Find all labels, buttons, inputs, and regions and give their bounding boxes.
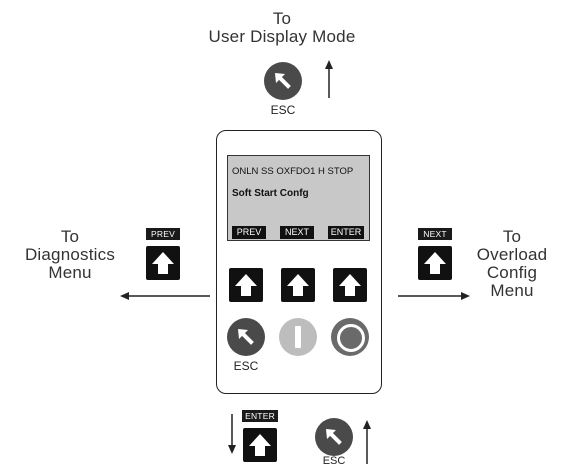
lcd-softkey-enter: ENTER xyxy=(328,226,364,239)
enter-key[interactable] xyxy=(243,428,277,462)
up-arrow-key-icon xyxy=(339,274,361,296)
lcd-softkey-prev: PREV xyxy=(232,226,266,239)
device-esc-button[interactable] xyxy=(227,318,265,356)
next-key[interactable] xyxy=(418,246,452,280)
up-arrow-key-icon xyxy=(424,252,446,274)
esc-arrow-icon xyxy=(275,73,291,89)
right-target-label-line2: Overload xyxy=(476,245,548,264)
bottom-esc-label: ESC xyxy=(322,455,346,467)
lcd-display: ONLN SS OXFDO1 H STOP Soft Start Confg P… xyxy=(227,155,370,241)
right-target-label-line4: Menu xyxy=(490,281,534,300)
left-arrow-icon xyxy=(120,292,210,300)
top-target-label-line2: User Display Mode xyxy=(208,27,356,46)
lcd-softkey-next: NEXT xyxy=(280,226,314,239)
device-next-key[interactable] xyxy=(281,268,315,302)
up-arrow-icon xyxy=(325,60,333,98)
left-target-label-line1: To xyxy=(60,227,80,246)
lcd-menu-title: Soft Start Confg xyxy=(232,188,309,199)
esc-arrow-icon xyxy=(326,429,342,445)
up-arrow-key-icon xyxy=(287,274,309,296)
left-target-label-line2: Diagnostics xyxy=(24,245,116,264)
next-tag: NEXT xyxy=(418,228,452,240)
top-target-label-line1: To xyxy=(272,9,292,28)
right-arrow-icon xyxy=(398,292,470,300)
device-prev-key[interactable] xyxy=(229,268,263,302)
device-esc-label: ESC xyxy=(233,359,259,373)
enter-tag: ENTER xyxy=(242,410,278,422)
top-esc-label: ESC xyxy=(270,103,296,117)
stop-ring-icon xyxy=(337,324,365,352)
top-esc-button[interactable] xyxy=(264,62,302,100)
lcd-status-line: ONLN SS OXFDO1 H STOP xyxy=(232,166,354,177)
bottom-esc-button[interactable] xyxy=(315,418,353,456)
right-target-label-line1: To xyxy=(502,227,522,246)
run-button[interactable] xyxy=(279,318,317,356)
up-arrow-key-icon xyxy=(152,252,174,274)
up-arrow-key-icon xyxy=(249,434,271,456)
prev-tag: PREV xyxy=(146,228,180,240)
prev-key[interactable] xyxy=(146,246,180,280)
run-bar-icon xyxy=(295,326,301,348)
right-target-label-line3: Config xyxy=(486,263,538,282)
device-enter-key[interactable] xyxy=(333,268,367,302)
up-arrow-icon xyxy=(363,420,371,464)
up-arrow-key-icon xyxy=(235,274,257,296)
left-target-label-line3: Menu xyxy=(48,263,92,282)
down-arrow-icon xyxy=(228,414,236,454)
esc-arrow-icon xyxy=(238,329,254,345)
keypad-device: ONLN SS OXFDO1 H STOP Soft Start Confg P… xyxy=(216,130,382,394)
stop-button[interactable] xyxy=(331,318,369,356)
